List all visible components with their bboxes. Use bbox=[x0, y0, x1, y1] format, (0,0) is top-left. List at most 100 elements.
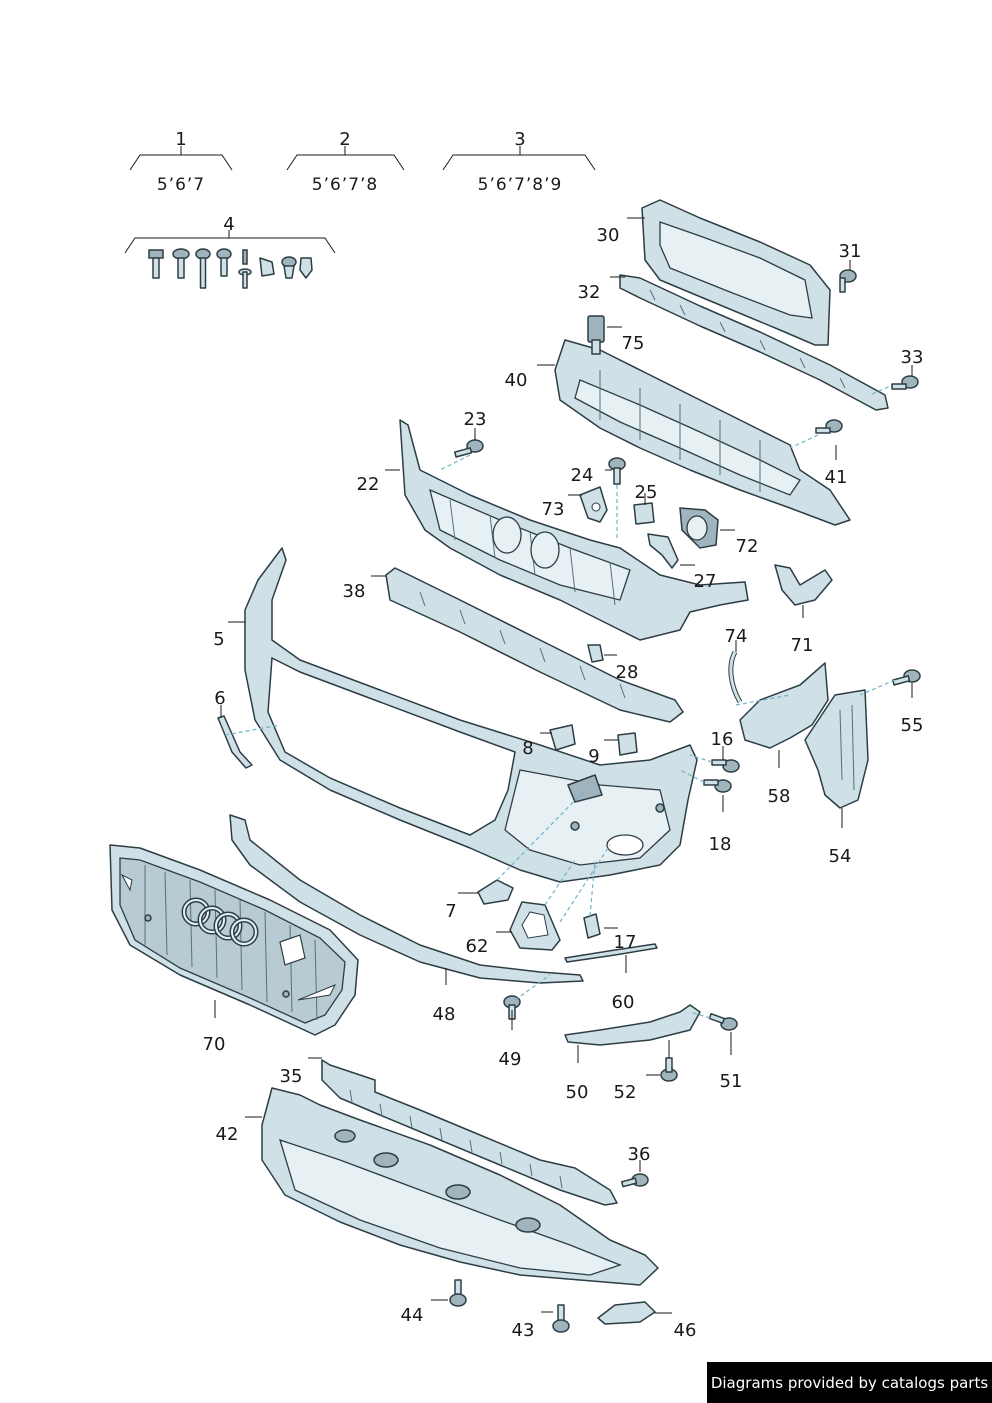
part-62-insert bbox=[509, 901, 561, 951]
part-18-screw bbox=[703, 779, 732, 793]
part-36-screw bbox=[620, 1173, 649, 1188]
footer-credit: Diagrams provided by catalogs parts bbox=[707, 1362, 992, 1403]
part-32-strip bbox=[619, 274, 889, 411]
callout-31: 31 bbox=[839, 241, 862, 262]
part-54-bracket bbox=[804, 689, 869, 809]
callout-72: 72 bbox=[736, 536, 759, 557]
callout-42: 42 bbox=[216, 1124, 239, 1145]
callout-49: 49 bbox=[499, 1049, 522, 1070]
callout-32: 32 bbox=[578, 282, 601, 303]
part-35-strip bbox=[321, 1059, 618, 1206]
group-2-number: 2 bbox=[339, 129, 350, 150]
part-22-carrier bbox=[399, 419, 749, 641]
group-3-variants: 5’6’7’8’9 bbox=[478, 175, 563, 195]
callout-22: 22 bbox=[357, 474, 380, 495]
part-9-clip bbox=[617, 732, 638, 756]
callout-18: 18 bbox=[709, 834, 732, 855]
part-24-screw bbox=[608, 457, 626, 485]
group-3-number: 3 bbox=[514, 129, 525, 150]
callout-24: 24 bbox=[571, 465, 594, 486]
part-46-cover bbox=[597, 1301, 656, 1325]
callout-6: 6 bbox=[214, 688, 225, 709]
part-7-cap bbox=[477, 879, 514, 905]
part-43-screw bbox=[552, 1304, 570, 1333]
callout-9: 9 bbox=[588, 746, 599, 767]
callout-58: 58 bbox=[768, 786, 791, 807]
callout-55: 55 bbox=[901, 715, 924, 736]
callout-62: 62 bbox=[466, 936, 489, 957]
callouts: 30 31 32 75 33 40 41 23 22 24 bbox=[203, 217, 924, 1341]
callout-44: 44 bbox=[401, 1305, 424, 1326]
group-3: 3 5’6’7’8’9 bbox=[442, 129, 596, 195]
callout-73: 73 bbox=[542, 499, 565, 520]
part-33-screw bbox=[891, 375, 919, 390]
callout-30: 30 bbox=[597, 225, 620, 246]
part-16-screw bbox=[711, 759, 740, 773]
part-8-clip bbox=[549, 724, 576, 751]
part-75-sensor bbox=[587, 315, 605, 355]
callout-36: 36 bbox=[628, 1144, 651, 1165]
four-rings-logo-icon bbox=[181, 897, 259, 947]
part-50-trim bbox=[564, 1004, 701, 1046]
callout-33: 33 bbox=[901, 347, 924, 368]
callout-48: 48 bbox=[433, 1004, 456, 1025]
group-4-number: 4 bbox=[223, 214, 234, 235]
assembly-lines bbox=[224, 383, 896, 1019]
callout-40: 40 bbox=[505, 370, 528, 391]
part-44-screw bbox=[449, 1279, 467, 1307]
part-52-screw bbox=[660, 1057, 678, 1082]
callout-51: 51 bbox=[720, 1071, 743, 1092]
group-2: 2 5’6’7’8 bbox=[286, 129, 405, 195]
group-1-variants: 5’6’7 bbox=[157, 175, 205, 195]
group-1: 1 5’6’7 bbox=[129, 129, 233, 195]
part-55-screw bbox=[892, 669, 921, 686]
callout-16: 16 bbox=[711, 729, 734, 750]
part-27-bracket bbox=[647, 533, 679, 569]
callout-75: 75 bbox=[622, 333, 645, 354]
part-31-screw bbox=[839, 269, 857, 293]
part-38-strip bbox=[385, 567, 684, 723]
part-40-carrier bbox=[554, 339, 851, 526]
callout-38: 38 bbox=[343, 581, 366, 602]
part-30-frame bbox=[641, 199, 831, 346]
callout-52: 52 bbox=[614, 1082, 637, 1103]
group-4: 4 bbox=[124, 214, 336, 289]
callout-74: 74 bbox=[725, 626, 748, 647]
part-41-screw bbox=[815, 419, 843, 434]
callout-60: 60 bbox=[612, 992, 635, 1013]
part-74-hose bbox=[728, 650, 743, 704]
part-70-grille bbox=[109, 844, 359, 1036]
part-23-screw bbox=[454, 439, 484, 458]
callout-17: 17 bbox=[614, 932, 637, 953]
fastener-set-icons bbox=[148, 248, 313, 289]
part-42-underbody-panel bbox=[261, 1087, 659, 1286]
part-6-strip bbox=[217, 715, 253, 769]
part-58-air-guide bbox=[739, 662, 829, 749]
part-28-clip bbox=[587, 644, 604, 663]
part-48-strip bbox=[229, 814, 584, 984]
callout-46: 46 bbox=[674, 1320, 697, 1341]
part-71-bracket bbox=[774, 564, 833, 606]
part-72-sensor bbox=[679, 507, 719, 549]
part-25-clip bbox=[633, 502, 655, 525]
callout-35: 35 bbox=[280, 1066, 303, 1087]
group-2-variants: 5’6’7’8 bbox=[312, 175, 378, 195]
callout-23: 23 bbox=[464, 409, 487, 430]
callout-50: 50 bbox=[566, 1082, 589, 1103]
part-51-screw bbox=[708, 1012, 738, 1031]
callout-28: 28 bbox=[616, 662, 639, 683]
callout-8: 8 bbox=[522, 738, 533, 759]
callout-70: 70 bbox=[203, 1034, 226, 1055]
callout-41: 41 bbox=[825, 467, 848, 488]
callout-25: 25 bbox=[635, 482, 658, 503]
part-60-clip bbox=[583, 913, 601, 939]
part-17-strip bbox=[564, 943, 658, 963]
callout-71: 71 bbox=[791, 635, 814, 656]
callout-5: 5 bbox=[213, 629, 224, 650]
part-73-bracket bbox=[579, 486, 608, 523]
part-5-bumper-cover bbox=[244, 547, 698, 883]
callout-43: 43 bbox=[512, 1320, 535, 1341]
callout-27: 27 bbox=[694, 571, 717, 592]
callout-54: 54 bbox=[829, 846, 852, 867]
